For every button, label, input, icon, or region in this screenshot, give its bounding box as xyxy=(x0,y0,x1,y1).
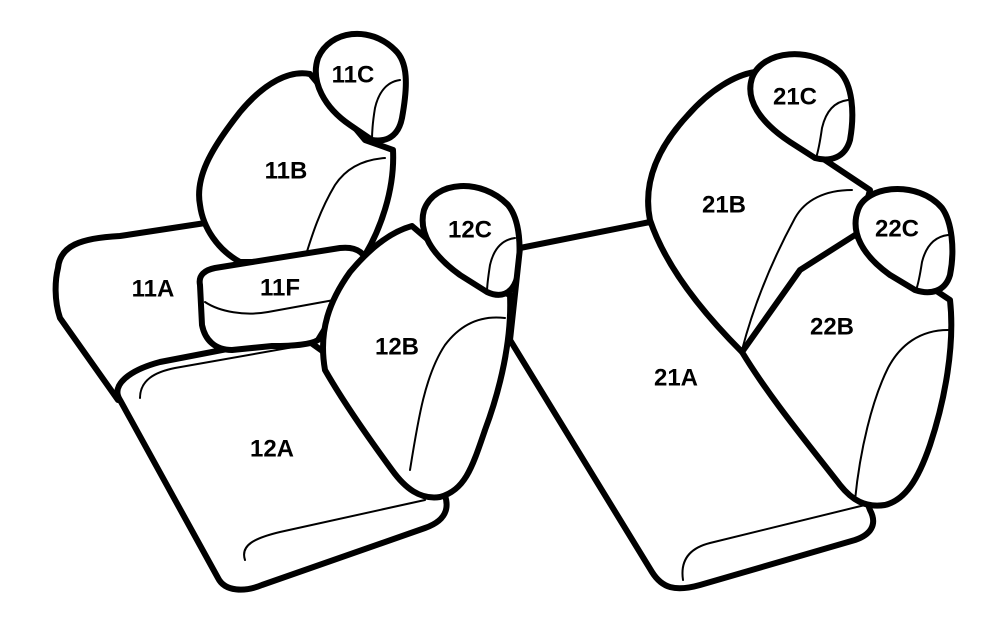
part-11b-seam xyxy=(304,157,386,259)
label-21a: 21A xyxy=(654,364,698,391)
label-12c: 12C xyxy=(448,216,492,243)
part-22b xyxy=(739,232,955,509)
part-21c xyxy=(747,51,856,163)
label-22c: 22C xyxy=(875,215,919,242)
label-11b: 11B xyxy=(265,157,308,184)
part-11c xyxy=(312,30,409,144)
label-22b: 22B xyxy=(810,313,854,340)
part-21a-seam-front xyxy=(681,504,866,581)
part-12b-seam xyxy=(409,316,506,471)
label-21c: 21C xyxy=(773,83,817,110)
part-11c-seam xyxy=(371,79,401,141)
label-21b: 21B xyxy=(702,191,746,218)
label-12b: 12B xyxy=(375,333,419,360)
part-12a-seam-front xyxy=(243,499,426,561)
part-21c-seam xyxy=(815,99,849,159)
part-12b xyxy=(320,223,514,501)
part-22c xyxy=(852,186,956,296)
label-11c: 11C xyxy=(332,61,375,88)
part-12a-seam-top xyxy=(139,344,306,399)
part-22b-seam xyxy=(854,329,949,501)
part-21b-seam xyxy=(741,189,853,351)
part-12b-shape xyxy=(320,223,514,501)
part-22b-shape xyxy=(739,232,955,509)
label-11f: 11F xyxy=(260,274,300,301)
part-11c-shape xyxy=(312,30,409,144)
part-21c-shape xyxy=(747,51,856,163)
part-22c-shape xyxy=(852,186,956,296)
label-12a: 12A xyxy=(250,435,294,462)
part-22c-seam xyxy=(915,234,949,291)
part-11f-seam xyxy=(204,297,346,315)
part-12c-seam xyxy=(486,237,516,293)
label-11a: 11A xyxy=(132,275,175,302)
